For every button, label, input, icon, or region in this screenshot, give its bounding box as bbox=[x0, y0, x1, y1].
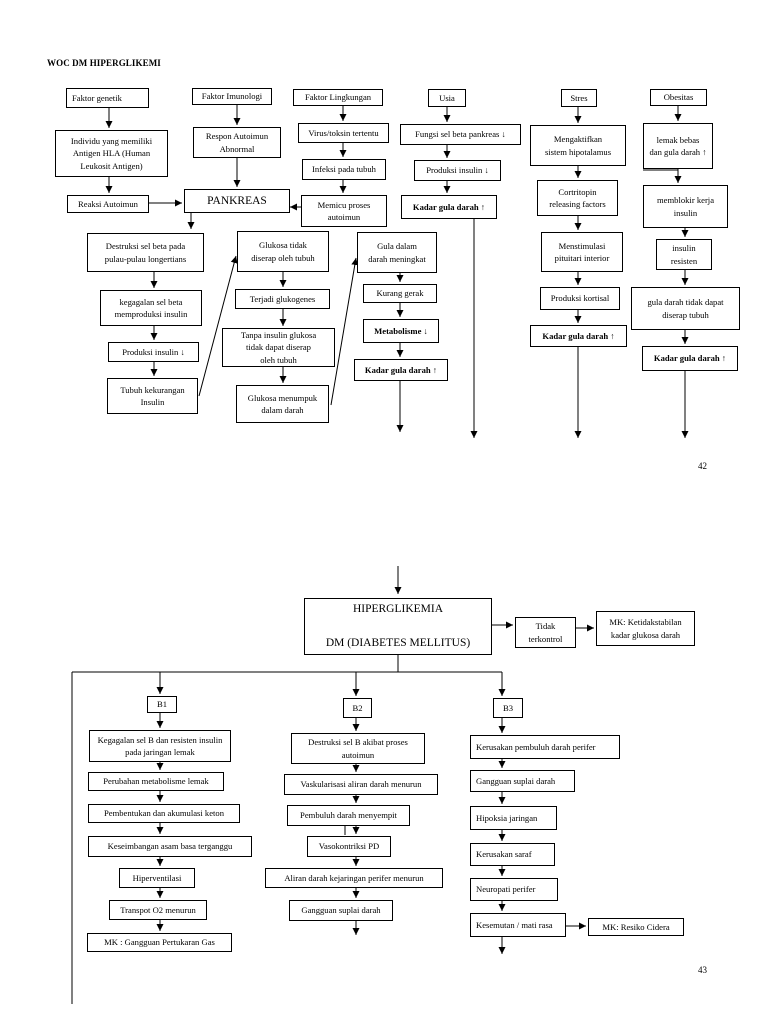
box-mk-ketidakstabilan: MK: Ketidakstabilan kadar glukosa darah bbox=[596, 611, 695, 646]
b2-item-pembuluh-menyempit: Pembuluh darah menyempit bbox=[287, 805, 410, 826]
b1-item-perubahan-metabolisme: Perubahan metabolisme lemak bbox=[88, 772, 224, 791]
box-kurang-gerak: Kurang gerak bbox=[363, 284, 437, 303]
box-destruksi-sel-beta: Destruksi sel beta pada pulau-pulau long… bbox=[87, 233, 204, 272]
box-kadar-gula-lingkungan: Kadar gula darah ↑ bbox=[354, 359, 448, 381]
box-produksi-insulin-kiri: Produksi insulin ↓ bbox=[108, 342, 199, 362]
box-b3: B3 bbox=[493, 698, 523, 718]
box-individu-hla: Individu yang memiliki Antigen HLA (Huma… bbox=[55, 130, 168, 177]
b1-item-transpot-o2: Transpot O2 menurun bbox=[109, 900, 207, 920]
b3-item-kerusakan-pembuluh: Kerusakan pembuluh darah perifer bbox=[470, 735, 620, 759]
box-kadar-gula-usia: Kadar gula darah ↑ bbox=[401, 195, 497, 219]
box-produksi-insulin-usia: Produksi insulin ↓ bbox=[414, 160, 501, 181]
b3-item-neuropati: Neuropati perifer bbox=[470, 878, 558, 901]
b2-item-vasokontriksi: Vasokontriksi PD bbox=[307, 836, 391, 857]
b3-mk-resiko-cidera: MK: Resiko Cidera bbox=[588, 918, 684, 936]
b3-item-kerusakan-saraf: Kerusakan saraf bbox=[470, 843, 555, 866]
box-terjadi-glukogenes: Terjadi glukogenes bbox=[235, 289, 330, 309]
b2-item-gangguan-suplai: Gangguan suplai darah bbox=[289, 900, 393, 921]
box-lemak-bebas: lemak bebas dan gula darah ↑ bbox=[643, 123, 713, 169]
page-number-42: 42 bbox=[698, 461, 707, 471]
diagram-title: WOC DM HIPERGLIKEMI bbox=[47, 58, 161, 68]
page-number-43: 43 bbox=[698, 965, 707, 975]
dm-label: DM (DIABETES MELLITUS) bbox=[325, 637, 471, 650]
box-pankreas: PANKREAS bbox=[184, 189, 290, 213]
b1-item-kegagalan: Kegagalan sel B dan resisten insulin pad… bbox=[89, 730, 231, 762]
box-glukosa-menumpuk: Glukosa menumpuk dalam darah bbox=[236, 385, 329, 423]
box-b1: B1 bbox=[147, 696, 177, 713]
box-fungsi-sel-beta: Fungsi sel beta pankreas ↓ bbox=[400, 124, 521, 145]
box-obesitas: Obesitas bbox=[650, 89, 707, 106]
box-kadar-gula-stres: Kadar gula darah ↑ bbox=[530, 325, 627, 347]
box-tanpa-insulin: Tanpa insulin glukosa tidak dapat disera… bbox=[222, 328, 335, 367]
b1-item-keseimbangan-asam-basa: Keseimbangan asam basa terganggu bbox=[88, 836, 252, 857]
box-faktor-lingkungan: Faktor Lingkungan bbox=[293, 89, 383, 106]
box-menstimulasi-pituitari: Menstimulasi pituitari interior bbox=[541, 232, 623, 272]
box-tubuh-kekurangan-insulin: Tubuh kekurangan Insulin bbox=[107, 378, 198, 414]
box-usia: Usia bbox=[428, 89, 466, 107]
box-cortritopin: Cortritopin releasing factors bbox=[537, 180, 618, 216]
box-stres: Stres bbox=[561, 89, 597, 107]
box-glukosa-tidak-diserap: Glukosa tidak diserap oleh tubuh bbox=[237, 231, 329, 272]
b1-item-hiperventilasi: Hiperventilasi bbox=[119, 868, 195, 888]
box-tidak-terkontrol: Tidak terkontrol bbox=[515, 617, 576, 648]
box-hiperglikemia-dm: HIPERGLIKEMIA DM (DIABETES MELLITUS) bbox=[304, 598, 492, 655]
b1-item-pembentukan-keton: Pembentukan dan akumulasi keton bbox=[88, 804, 240, 823]
box-mengaktifkan-hipotalamus: Mengaktifkan sistem hipotalamus bbox=[530, 125, 626, 166]
box-infeksi: Infeksi pada tubuh bbox=[302, 159, 386, 180]
b3-item-kesemutan: Kesemutan / mati rasa bbox=[470, 913, 566, 937]
box-reaksi-autoimun: Reaksi Autoimun bbox=[67, 195, 149, 213]
box-faktor-imunologi: Faktor Imunologi bbox=[192, 88, 272, 105]
box-memicu-autoimun: Memicu proses autoimun bbox=[301, 195, 387, 227]
box-memblokir-insulin: memblokir kerja insulin bbox=[643, 185, 728, 228]
b3-item-gangguan-suplai: Gangguan suplai darah bbox=[470, 770, 575, 792]
hiperglikemia-label: HIPERGLIKEMIA bbox=[352, 603, 444, 615]
box-kegagalan-sel-beta: kegagalan sel beta memproduksi insulin bbox=[100, 290, 202, 326]
box-respon-autoimun: Respon Autoimun Abnormal bbox=[193, 127, 281, 158]
box-gula-darah-meningkat: Gula dalam darah meningkat bbox=[357, 232, 437, 273]
box-metabolisme: Metabolisme ↓ bbox=[363, 319, 439, 343]
box-virus-toksin: Virus/toksin tertentu bbox=[298, 123, 389, 143]
b2-item-vaskularisasi: Vaskularisasi aliran darah menurun bbox=[284, 774, 438, 795]
box-kadar-gula-obesitas: Kadar gula darah ↑ bbox=[642, 346, 738, 371]
b3-item-hipoksia: Hipoksia jaringan bbox=[470, 806, 557, 830]
box-faktor-genetik: Faktor genetik bbox=[66, 88, 149, 108]
b1-item-mk-gangguan-pertukaran-gas: MK : Gangguan Pertukaran Gas bbox=[87, 933, 232, 952]
box-b2: B2 bbox=[343, 698, 372, 718]
b2-item-aliran-darah-perifer: Aliran darah kejaringan perifer menurun bbox=[265, 868, 443, 888]
box-insulin-resisten: insulin resisten bbox=[656, 239, 712, 270]
box-produksi-kortisal: Produksi kortisal bbox=[540, 287, 620, 310]
b2-item-destruksi-sel-b: Destruksi sel B akibat proses autoimun bbox=[291, 733, 425, 764]
box-gula-tidak-diserap: gula darah tidak dapat diserap tubuh bbox=[631, 287, 740, 330]
